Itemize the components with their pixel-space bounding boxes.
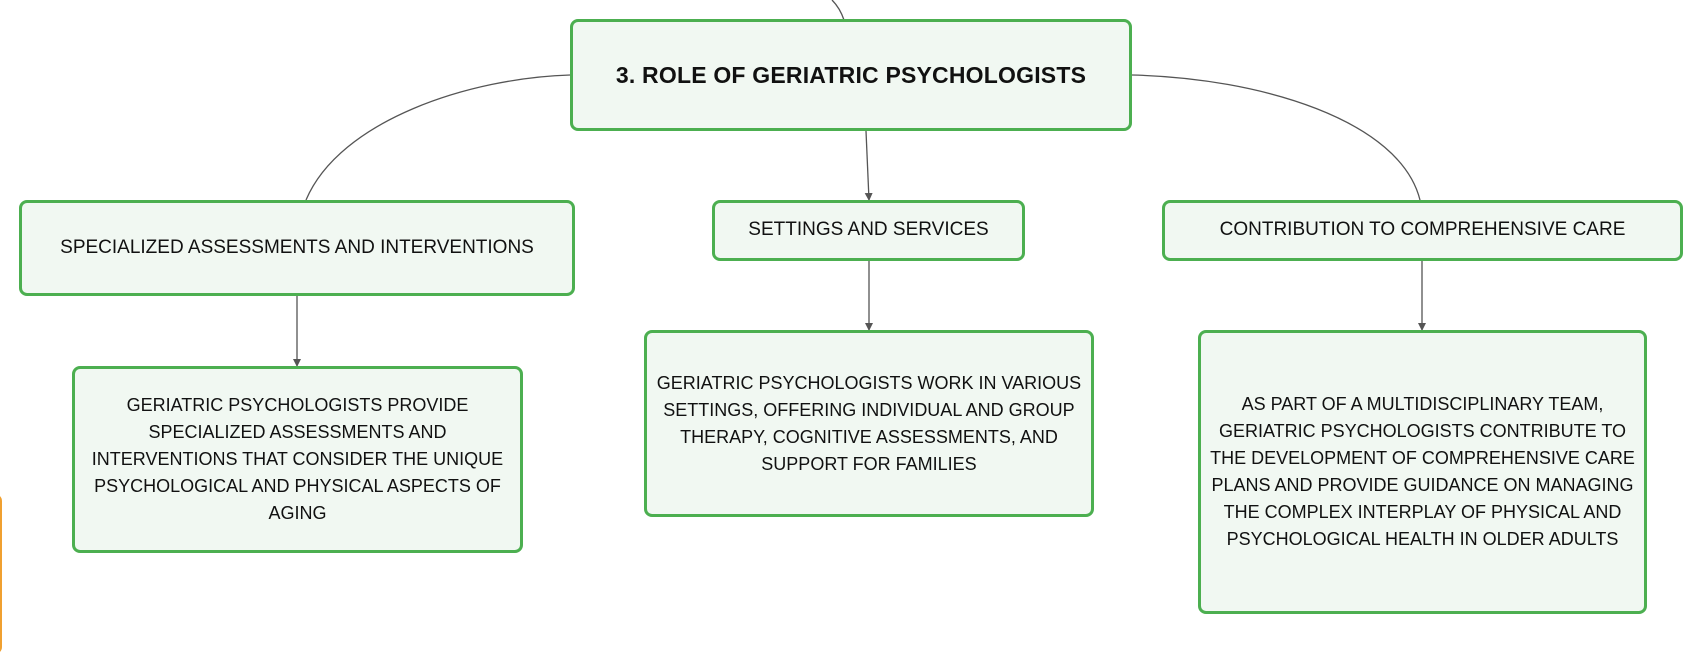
branch-node-label: SPECIALIZED ASSESSMENTS AND INTERVENTION… (60, 236, 534, 258)
connector-parent-to-root (831, 0, 845, 21)
leaf-node-specialized-assessments[interactable]: GERIATRIC PSYCHOLOGISTS PROVIDE SPECIALI… (72, 366, 523, 553)
connector-root-to-branch-1 (305, 74, 571, 201)
branch-node-settings-services[interactable]: SETTINGS AND SERVICES (712, 200, 1025, 261)
leaf-node-comprehensive-care[interactable]: AS PART OF A MULTIDISCIPLINARY TEAM, GER… (1198, 330, 1647, 614)
offscreen-node-edge (0, 494, 2, 654)
root-node[interactable]: 3. ROLE OF GERIATRIC PSYCHOLOGISTS (570, 19, 1132, 131)
leaf-node-text: GERIATRIC PSYCHOLOGISTS WORK IN VARIOUS … (656, 372, 1082, 474)
branch-node-label: SETTINGS AND SERVICES (748, 219, 989, 241)
branch-node-specialized-assessments[interactable]: SPECIALIZED ASSESSMENTS AND INTERVENTION… (19, 200, 575, 296)
leaf-node-text: GERIATRIC PSYCHOLOGISTS PROVIDE SPECIALI… (91, 395, 504, 523)
root-node-label: 3. ROLE OF GERIATRIC PSYCHOLOGISTS (615, 61, 1087, 88)
branch-node-label: CONTRIBUTION TO COMPREHENSIVE CARE (1219, 219, 1626, 241)
connector-lines (293, 0, 1426, 367)
connector-root-to-branch-3 (1131, 74, 1421, 201)
connector-root-to-branch-2 (864, 130, 873, 201)
branch-node-comprehensive-care[interactable]: CONTRIBUTION TO COMPREHENSIVE CARE (1162, 200, 1683, 261)
leaf-node-settings-services[interactable]: GERIATRIC PSYCHOLOGISTS WORK IN VARIOUS … (644, 330, 1094, 517)
leaf-node-text: AS PART OF A MULTIDISCIPLINARY TEAM, GER… (1210, 394, 1635, 549)
